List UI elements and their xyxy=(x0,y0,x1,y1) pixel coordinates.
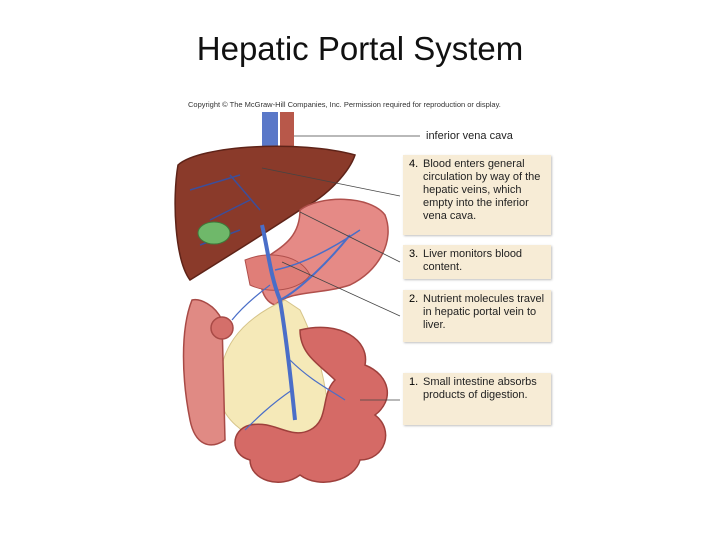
slide-title: Hepatic Portal System xyxy=(196,30,524,67)
callout-text: Small intestine absorbs products of dige… xyxy=(423,376,537,401)
callout-3: 3. Liver monitors blood content. xyxy=(403,245,551,279)
label-inferior-vena-cava: inferior vena cava xyxy=(426,130,513,142)
callout-4: 4. Blood enters general circulation by w… xyxy=(403,155,551,235)
hepatic-portal-vein xyxy=(231,224,361,431)
callout-number: 4. xyxy=(409,158,419,170)
hepatic-veins xyxy=(189,174,261,246)
copyright-notice: Copyright © The McGraw-Hill Companies, I… xyxy=(188,100,501,109)
callout-text: Nutrient molecules travel in hepatic por… xyxy=(423,293,545,331)
callout-number: 2. xyxy=(409,293,419,305)
gallbladder xyxy=(197,221,231,245)
mesentery xyxy=(218,299,331,447)
callout-number: 3. xyxy=(409,248,419,260)
callout-text: Liver monitors blood content. xyxy=(423,248,523,273)
leader-lines xyxy=(261,135,420,401)
callout-number: 1. xyxy=(409,376,419,388)
colon-cross-section xyxy=(210,316,234,340)
callout-1: 1. Small intestine absorbs products of d… xyxy=(403,373,551,425)
callout-text: Blood enters general circulation by way … xyxy=(423,158,541,222)
callout-2: 2. Nutrient molecules travel in hepatic … xyxy=(403,290,551,342)
aorta xyxy=(280,112,294,152)
small-intestine xyxy=(234,326,389,483)
